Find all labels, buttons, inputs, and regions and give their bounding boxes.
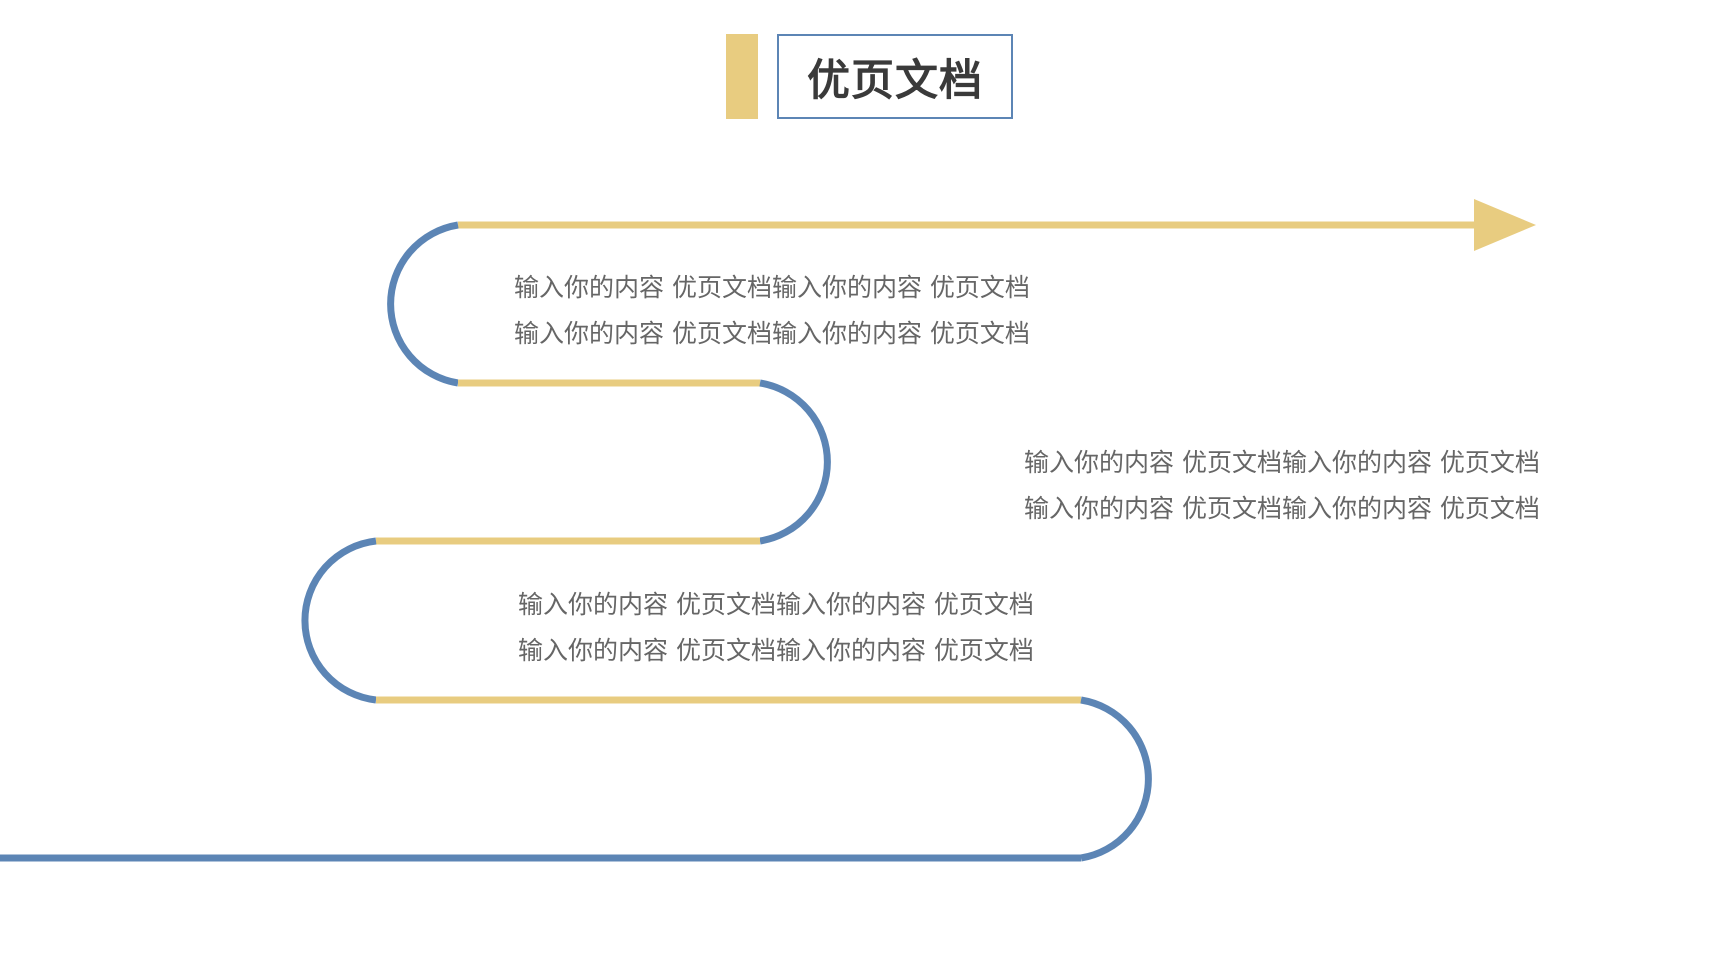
curve-left-2 — [301, 537, 377, 704]
arrow-head — [1474, 199, 1536, 251]
curve-right-1 — [759, 379, 831, 545]
page-title: 优页文档 — [807, 55, 983, 106]
text-line: 输入你的内容 优页文档输入你的内容 优页文档 — [514, 319, 1030, 348]
text-line: 输入你的内容 优页文档输入你的内容 优页文档 — [518, 636, 1034, 665]
text-line: 输入你的内容 优页文档输入你的内容 优页文档 — [1024, 494, 1540, 523]
curve-right-2 — [1080, 696, 1152, 862]
text-block-3: 输入你的内容 优页文档输入你的内容 优页文档 输入你的内容 优页文档输入你的内容… — [518, 582, 1034, 674]
title-box: 优页文档 — [777, 34, 1013, 119]
curve-left-1 — [387, 221, 459, 387]
text-line: 输入你的内容 优页文档输入你的内容 优页文档 — [1024, 448, 1540, 477]
text-block-1: 输入你的内容 优页文档输入你的内容 优页文档 输入你的内容 优页文档输入你的内容… — [514, 265, 1030, 357]
title-accent-bar — [726, 34, 758, 119]
text-line: 输入你的内容 优页文档输入你的内容 优页文档 — [518, 590, 1034, 619]
text-line: 输入你的内容 优页文档输入你的内容 优页文档 — [514, 273, 1030, 302]
text-block-2: 输入你的内容 优页文档输入你的内容 优页文档 输入你的内容 优页文档输入你的内容… — [1024, 440, 1540, 532]
